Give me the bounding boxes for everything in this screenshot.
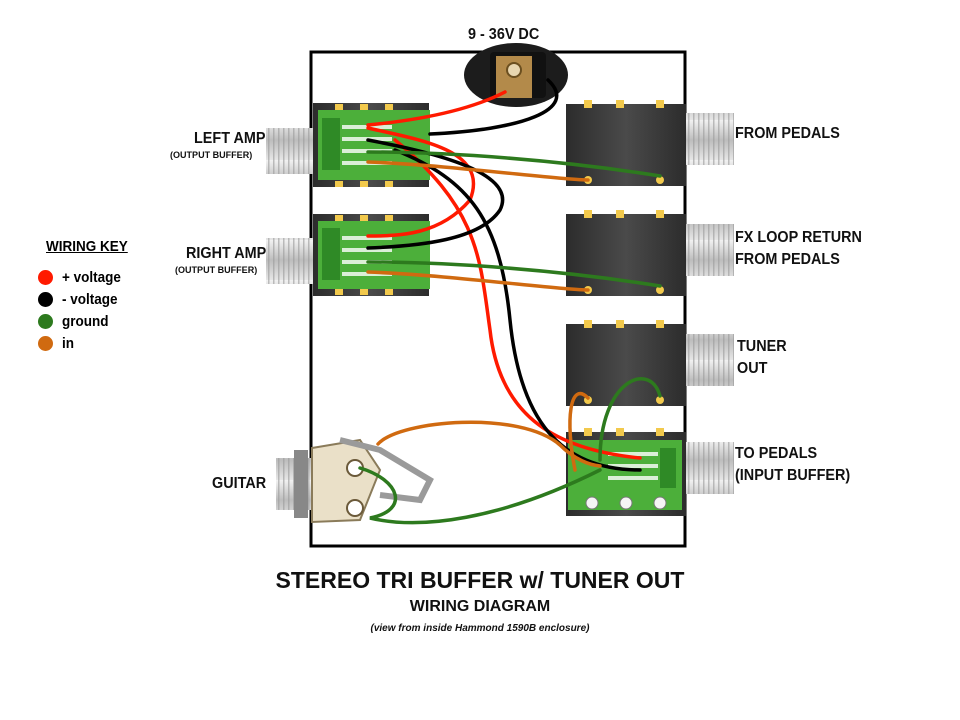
wire-black-dc: [428, 78, 559, 136]
diagram-note: (view from inside Hammond 1590B enclosur…: [370, 623, 590, 634]
tuner-out-jack: [566, 320, 734, 406]
right-amp-sublabel: (OUTPUT BUFFER): [175, 265, 258, 276]
to-pedals-jack: [566, 428, 734, 516]
wiring-key-item: in: [38, 333, 75, 353]
diagram-subtitle: WIRING DIAGRAM: [409, 598, 551, 615]
wire-green-tuner: [598, 377, 662, 462]
wire-red-left-to-right: [366, 126, 476, 238]
from-pedals-jack: [566, 100, 734, 186]
tuner-label-line2: OUT: [737, 360, 768, 377]
wiring-key-item: ground: [38, 311, 114, 331]
wire-red-dc: [366, 90, 507, 127]
orange-dot-icon: [38, 335, 53, 351]
fx-loop-label-line2: FROM PEDALS: [735, 251, 840, 268]
key-label: + voltage: [62, 268, 121, 286]
red-dot-icon: [38, 269, 53, 285]
wire-orange-left: [366, 160, 590, 182]
wiring-key-item: + voltage: [38, 267, 127, 287]
wiring-key-item: - voltage: [38, 289, 124, 309]
left-amp-sublabel: (OUTPUT BUFFER): [170, 150, 253, 161]
left-amp-jack: [266, 103, 430, 187]
guitar-label: GUITAR: [212, 475, 267, 492]
fx-loop-label-line1: FX LOOP RETURN: [735, 229, 862, 246]
tuner-label-line1: TUNER: [737, 338, 787, 355]
dc-power-label: 9 - 36V DC: [468, 26, 540, 43]
left-amp-label: LEFT AMP: [194, 130, 266, 147]
wire-red-to-input: [393, 138, 642, 460]
green-dot-icon: [38, 313, 53, 329]
right-amp-label: RIGHT AMP: [186, 245, 267, 262]
from-pedals-label: FROM PEDALS: [735, 125, 840, 142]
guitar-input-jack: [276, 437, 434, 524]
key-label: in: [62, 334, 75, 352]
black-dot-icon: [38, 291, 53, 307]
wire-orange-guitar: [376, 420, 602, 468]
wire-black-to-input: [393, 148, 642, 472]
dc-power-jack: [464, 43, 568, 107]
wire-green-left: [366, 150, 662, 178]
to-pedals-label-line2: (INPUT BUFFER): [735, 467, 851, 484]
wiring-key-title: WIRING KEY: [46, 238, 128, 255]
to-pedals-label-line1: TO PEDALS: [735, 445, 818, 462]
right-amp-jack: [266, 214, 430, 296]
key-label: ground: [62, 312, 109, 330]
diagram-title: STEREO TRI BUFFER w/ TUNER OUT: [275, 567, 685, 593]
wire-green-right: [366, 260, 662, 288]
wires: [358, 78, 662, 525]
wire-orange-right: [366, 270, 590, 292]
wire-green-guitar: [358, 466, 602, 525]
key-label: - voltage: [62, 290, 118, 308]
